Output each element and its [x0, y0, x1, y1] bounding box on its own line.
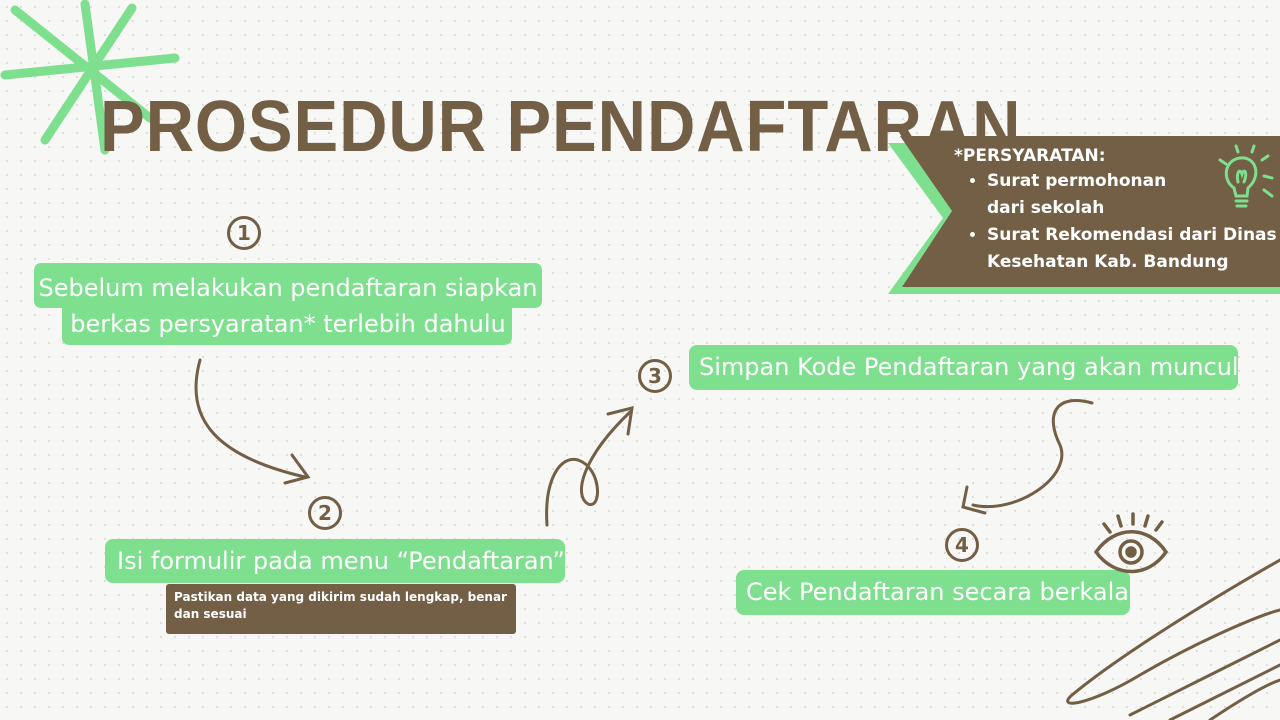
step-2-note-line: dan sesuai [174, 607, 247, 621]
step-1-text-line: Sebelum melakukan pendaftaran siapkan [38, 274, 538, 302]
eye-icon [1093, 512, 1169, 574]
step-3-number: 3 [638, 359, 672, 393]
page-title: PROSEDUR PENDAFTARAN [100, 87, 1022, 167]
starburst-icon [0, 0, 180, 155]
lightbulb-icon [1218, 144, 1274, 208]
step-4-number: 4 [945, 528, 979, 562]
step-1-bubble [34, 263, 542, 345]
requirement-item: Surat permohonan dari sekolah [987, 168, 1197, 222]
requirements-heading: *PERSYARATAN: [954, 146, 1106, 166]
arrow-icon [961, 399, 1094, 515]
step-1-text-line: berkas persyaratan* terlebih dahulu [70, 310, 506, 338]
requirements-list: *PERSYARATAN: Surat permohonan dari seko… [954, 144, 1277, 276]
requirements-banner [888, 136, 1280, 294]
step-4-text: Cek Pendaftaran secara berkala [736, 570, 1130, 615]
step-2-note: Pastikan data yang dikirim sudah lengkap… [166, 584, 516, 634]
step-2-text: Isi formulir pada menu “Pendaftaran” [105, 539, 565, 583]
requirement-item: Surat Rekomendasi dari Dinas Kesehatan K… [987, 222, 1277, 276]
scribble-decoration [1066, 558, 1280, 720]
arrow-icon [545, 405, 634, 527]
arrow-icon [194, 358, 311, 485]
step-1-number: 1 [227, 216, 261, 250]
step-3-text: Simpan Kode Pendaftaran yang akan muncul [689, 345, 1239, 390]
step-2-note-line: Pastikan data yang dikirim sudah lengkap… [174, 590, 507, 604]
step-2-number: 2 [308, 496, 342, 530]
step-1-text: Sebelum melakukan pendaftaran siapkan be… [34, 270, 542, 342]
